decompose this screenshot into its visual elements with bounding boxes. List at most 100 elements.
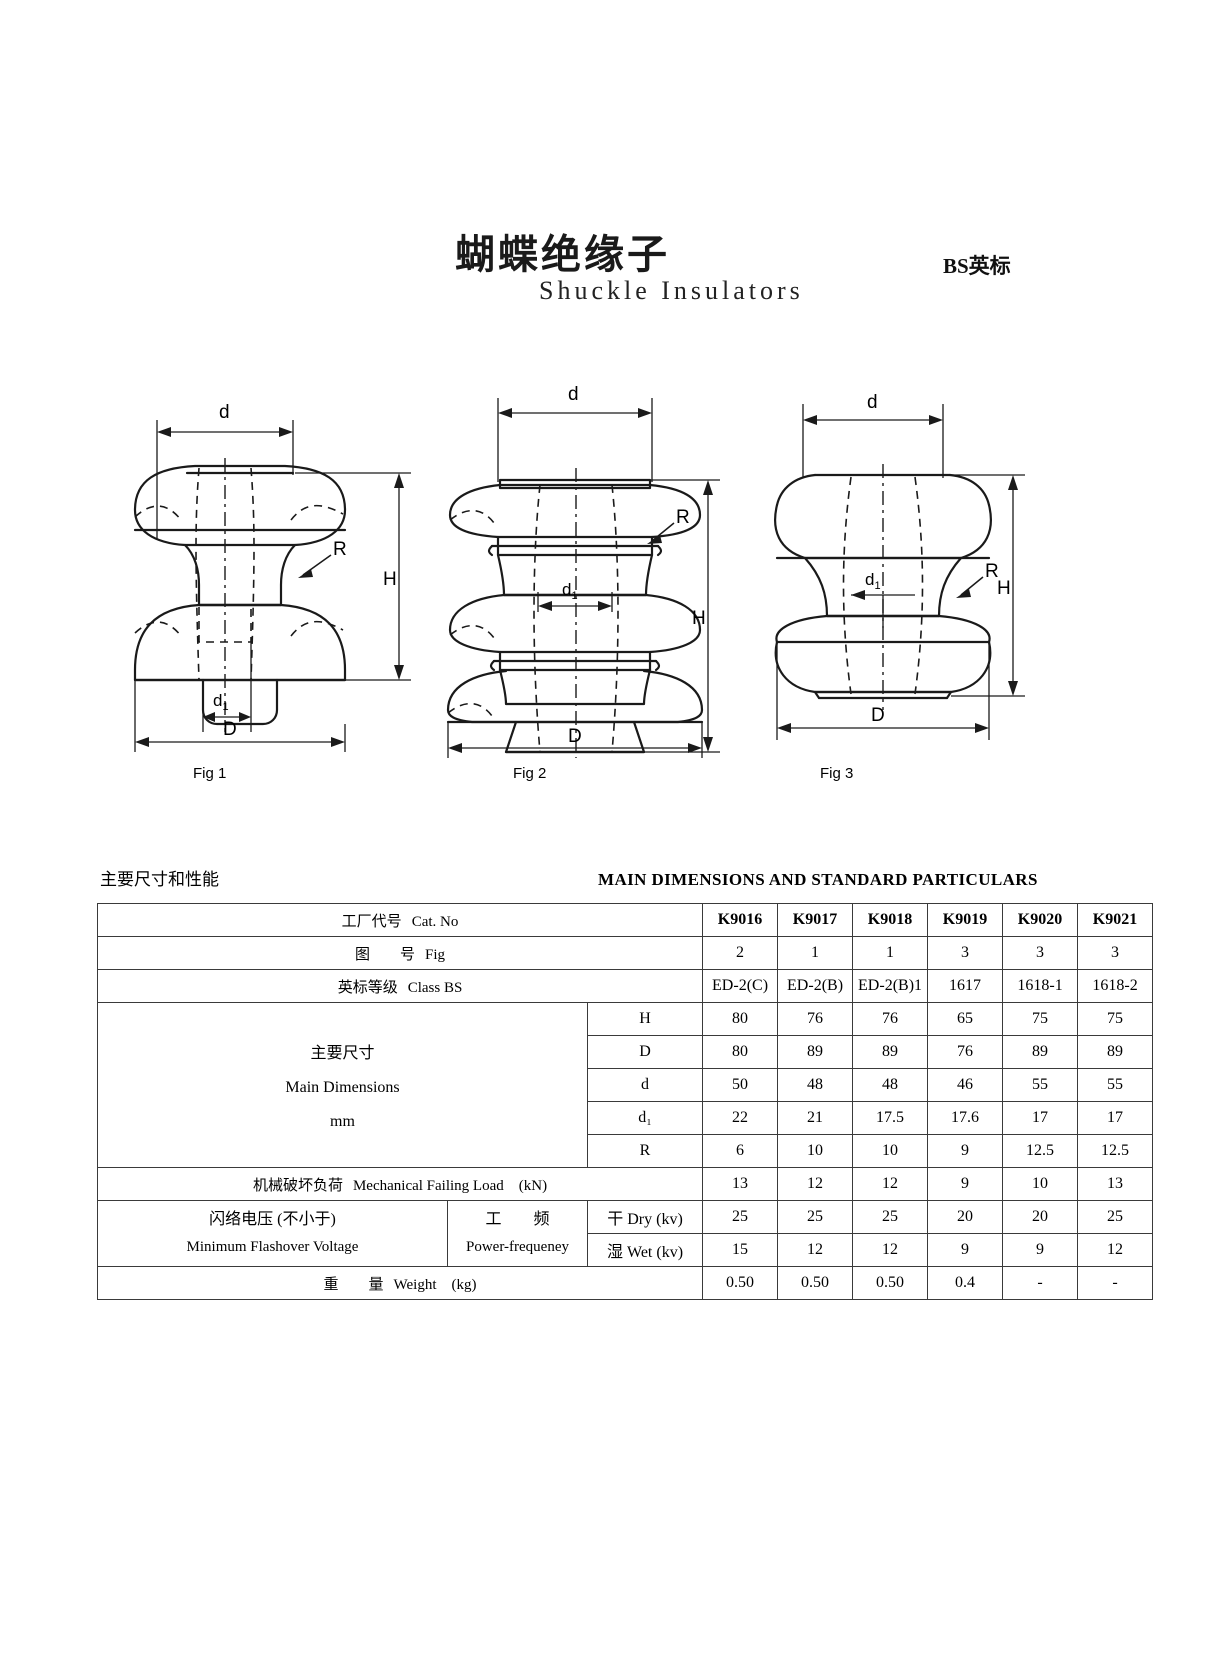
figure-2-label-D: D bbox=[568, 726, 582, 747]
cell-mfl-4: 10 bbox=[1002, 1167, 1079, 1201]
dim-symbol-d: d bbox=[586, 1068, 704, 1102]
cell-catno-4: K9020 bbox=[1002, 903, 1079, 937]
cell-wet-0: 15 bbox=[702, 1233, 779, 1267]
row-label-mfl-en: Mechanical Failing Load (kN) bbox=[352, 1177, 548, 1194]
figure-1-drawing: d H R d1 bbox=[133, 402, 411, 752]
figure-1-label-R: R bbox=[333, 539, 347, 560]
flashover-condition-dry-en: Dry (kv) bbox=[627, 1211, 683, 1228]
dim-symbol-H: H bbox=[586, 1002, 704, 1036]
row-label-catno-en: Cat. No bbox=[411, 913, 459, 930]
cell-catno-0: K9016 bbox=[702, 903, 779, 937]
row-label-mfl-cn: 机械破坏负荷 bbox=[252, 1175, 343, 1194]
row-label-fig-cn: 图 号 bbox=[355, 944, 416, 963]
figure-3-drawing: d H R d1 bbox=[774, 392, 1025, 740]
dimensions-group-unit: mm bbox=[330, 1113, 355, 1130]
cell-catno-3: K9019 bbox=[927, 903, 1004, 937]
cell-d1-1: 21 bbox=[777, 1101, 854, 1135]
specifications-table: 工厂代号 Cat. No K9016 K9017 K9018 K9019 K902… bbox=[96, 903, 1154, 1300]
figure-2-caption: Fig 2 bbox=[513, 765, 547, 782]
table-row-flashover-dry: 闪络电压 (不小于) Minimum Flashover Voltage 工 频… bbox=[97, 1200, 1154, 1267]
page-title-chinese: 蝴蝶绝缘子 bbox=[455, 231, 670, 278]
cell-D-3: 76 bbox=[927, 1035, 1004, 1069]
flashover-condition-wet-en: Wet (kv) bbox=[627, 1244, 684, 1261]
flashover-condition-dry: 干 Dry (kv) bbox=[586, 1200, 704, 1234]
cell-dry-0: 25 bbox=[702, 1200, 779, 1234]
cell-mfl-1: 12 bbox=[777, 1167, 854, 1201]
row-label-weight-cn: 重 量 bbox=[323, 1274, 384, 1293]
cell-fig-1: 1 bbox=[777, 936, 854, 970]
cell-class-2: ED-2(B)1 bbox=[852, 969, 929, 1003]
table-heading-english: MAIN DIMENSIONS AND STANDARD PARTICULARS bbox=[598, 870, 1038, 889]
cell-H-1: 76 bbox=[777, 1002, 854, 1036]
cell-d-2: 48 bbox=[852, 1068, 929, 1102]
table-heading-area: 主要尺寸和性能 MAIN DIMENSIONS AND STANDARD PAR… bbox=[0, 865, 1205, 901]
table-row-dim-d1: d₁ 22 21 17.5 17.6 17 17 bbox=[98, 1101, 1154, 1135]
row-label-class-en: Class BS bbox=[407, 979, 463, 996]
flashover-label-cn: 闪络电压 (不小于) bbox=[209, 1211, 336, 1229]
cell-weight-1: 0.50 bbox=[777, 1266, 854, 1300]
figure-3-label-d: d bbox=[867, 392, 878, 413]
standard-label: BS英标 bbox=[943, 254, 1011, 278]
cell-weight-5: - bbox=[1077, 1266, 1154, 1300]
cell-dry-2: 25 bbox=[852, 1200, 929, 1234]
flashover-frequency-en: Power-frequeney bbox=[466, 1239, 569, 1256]
table-heading-chinese: 主要尺寸和性能 bbox=[100, 870, 219, 890]
cell-D-4: 89 bbox=[1002, 1035, 1079, 1069]
cell-class-5: 1618-2 bbox=[1077, 969, 1154, 1003]
cell-d-1: 48 bbox=[777, 1068, 854, 1102]
cell-R-2: 10 bbox=[852, 1134, 929, 1168]
cell-R-0: 6 bbox=[702, 1134, 779, 1168]
figure-1-label-d: d bbox=[219, 402, 230, 423]
cell-dry-4: 20 bbox=[1002, 1200, 1079, 1234]
row-label-catno-cn: 工厂代号 bbox=[341, 911, 402, 930]
row-label-class-cn: 英标等级 bbox=[337, 977, 398, 996]
table-row-dim-D: D 80 89 89 76 89 89 bbox=[98, 1035, 1154, 1069]
flashover-frequency-label: 工 频 Power-frequeney bbox=[447, 1200, 588, 1267]
flashover-condition-wet-cn: 湿 bbox=[606, 1242, 623, 1261]
cell-R-1: 10 bbox=[777, 1134, 854, 1168]
figure-2-label-d: d bbox=[568, 384, 579, 405]
figure-1-label-H: H bbox=[383, 569, 397, 590]
cell-mfl-0: 13 bbox=[702, 1167, 779, 1201]
cell-catno-1: K9017 bbox=[777, 903, 854, 937]
cell-class-3: 1617 bbox=[927, 969, 1004, 1003]
page-title-english: Shuckle Insulators bbox=[539, 276, 804, 305]
cell-H-2: 76 bbox=[852, 1002, 929, 1036]
dimensions-group-label: 主要尺寸 Main Dimensions mm bbox=[97, 1002, 588, 1168]
cell-d1-4: 17 bbox=[1002, 1101, 1079, 1135]
figure-3-label-D: D bbox=[871, 705, 885, 726]
table-row-dim-d: d 50 48 48 46 55 55 bbox=[98, 1068, 1154, 1102]
figures-area: d H R d1 bbox=[0, 380, 1205, 800]
flashover-label: 闪络电压 (不小于) Minimum Flashover Voltage bbox=[97, 1200, 448, 1267]
figure-1-label-D: D bbox=[223, 719, 237, 740]
row-label-mfl: 机械破坏负荷 Mechanical Failing Load (kN) bbox=[96, 1167, 704, 1201]
table-row-catno: 工厂代号 Cat. No K9016 K9017 K9018 K9019 K902… bbox=[96, 903, 1154, 937]
title-block: 蝴蝶绝缘子 Shuckle Insulators BS英标 bbox=[0, 222, 1205, 332]
cell-class-0: ED-2(C) bbox=[702, 969, 779, 1003]
cell-catno-5: K9021 bbox=[1077, 903, 1154, 937]
figure-1-label-d1: d1 bbox=[213, 691, 229, 713]
row-label-catno: 工厂代号 Cat. No bbox=[96, 903, 704, 937]
cell-D-0: 80 bbox=[702, 1035, 779, 1069]
cell-H-0: 80 bbox=[702, 1002, 779, 1036]
cell-wet-3: 9 bbox=[927, 1233, 1004, 1267]
row-label-class: 英标等级 Class BS bbox=[96, 969, 704, 1003]
flashover-condition-wet: 湿 Wet (kv) bbox=[586, 1233, 704, 1267]
cell-class-1: ED-2(B) bbox=[777, 969, 854, 1003]
cell-mfl-5: 13 bbox=[1077, 1167, 1154, 1201]
cell-fig-3: 3 bbox=[927, 936, 1004, 970]
cell-R-5: 12.5 bbox=[1077, 1134, 1154, 1168]
flashover-condition-dry-cn: 干 bbox=[607, 1209, 624, 1228]
figure-2-label-H: H bbox=[692, 608, 706, 629]
row-label-weight-en: Weight (kg) bbox=[393, 1276, 477, 1293]
cell-mfl-2: 12 bbox=[852, 1167, 929, 1201]
cell-catno-2: K9018 bbox=[852, 903, 929, 937]
cell-class-4: 1618-1 bbox=[1002, 969, 1079, 1003]
cell-D-2: 89 bbox=[852, 1035, 929, 1069]
cell-D-5: 89 bbox=[1077, 1035, 1154, 1069]
table-row-dim-H: 主要尺寸 Main Dimensions mm H 80 76 76 65 75… bbox=[97, 1002, 1154, 1168]
cell-wet-2: 12 bbox=[852, 1233, 929, 1267]
row-label-fig-en: Fig bbox=[425, 946, 446, 963]
